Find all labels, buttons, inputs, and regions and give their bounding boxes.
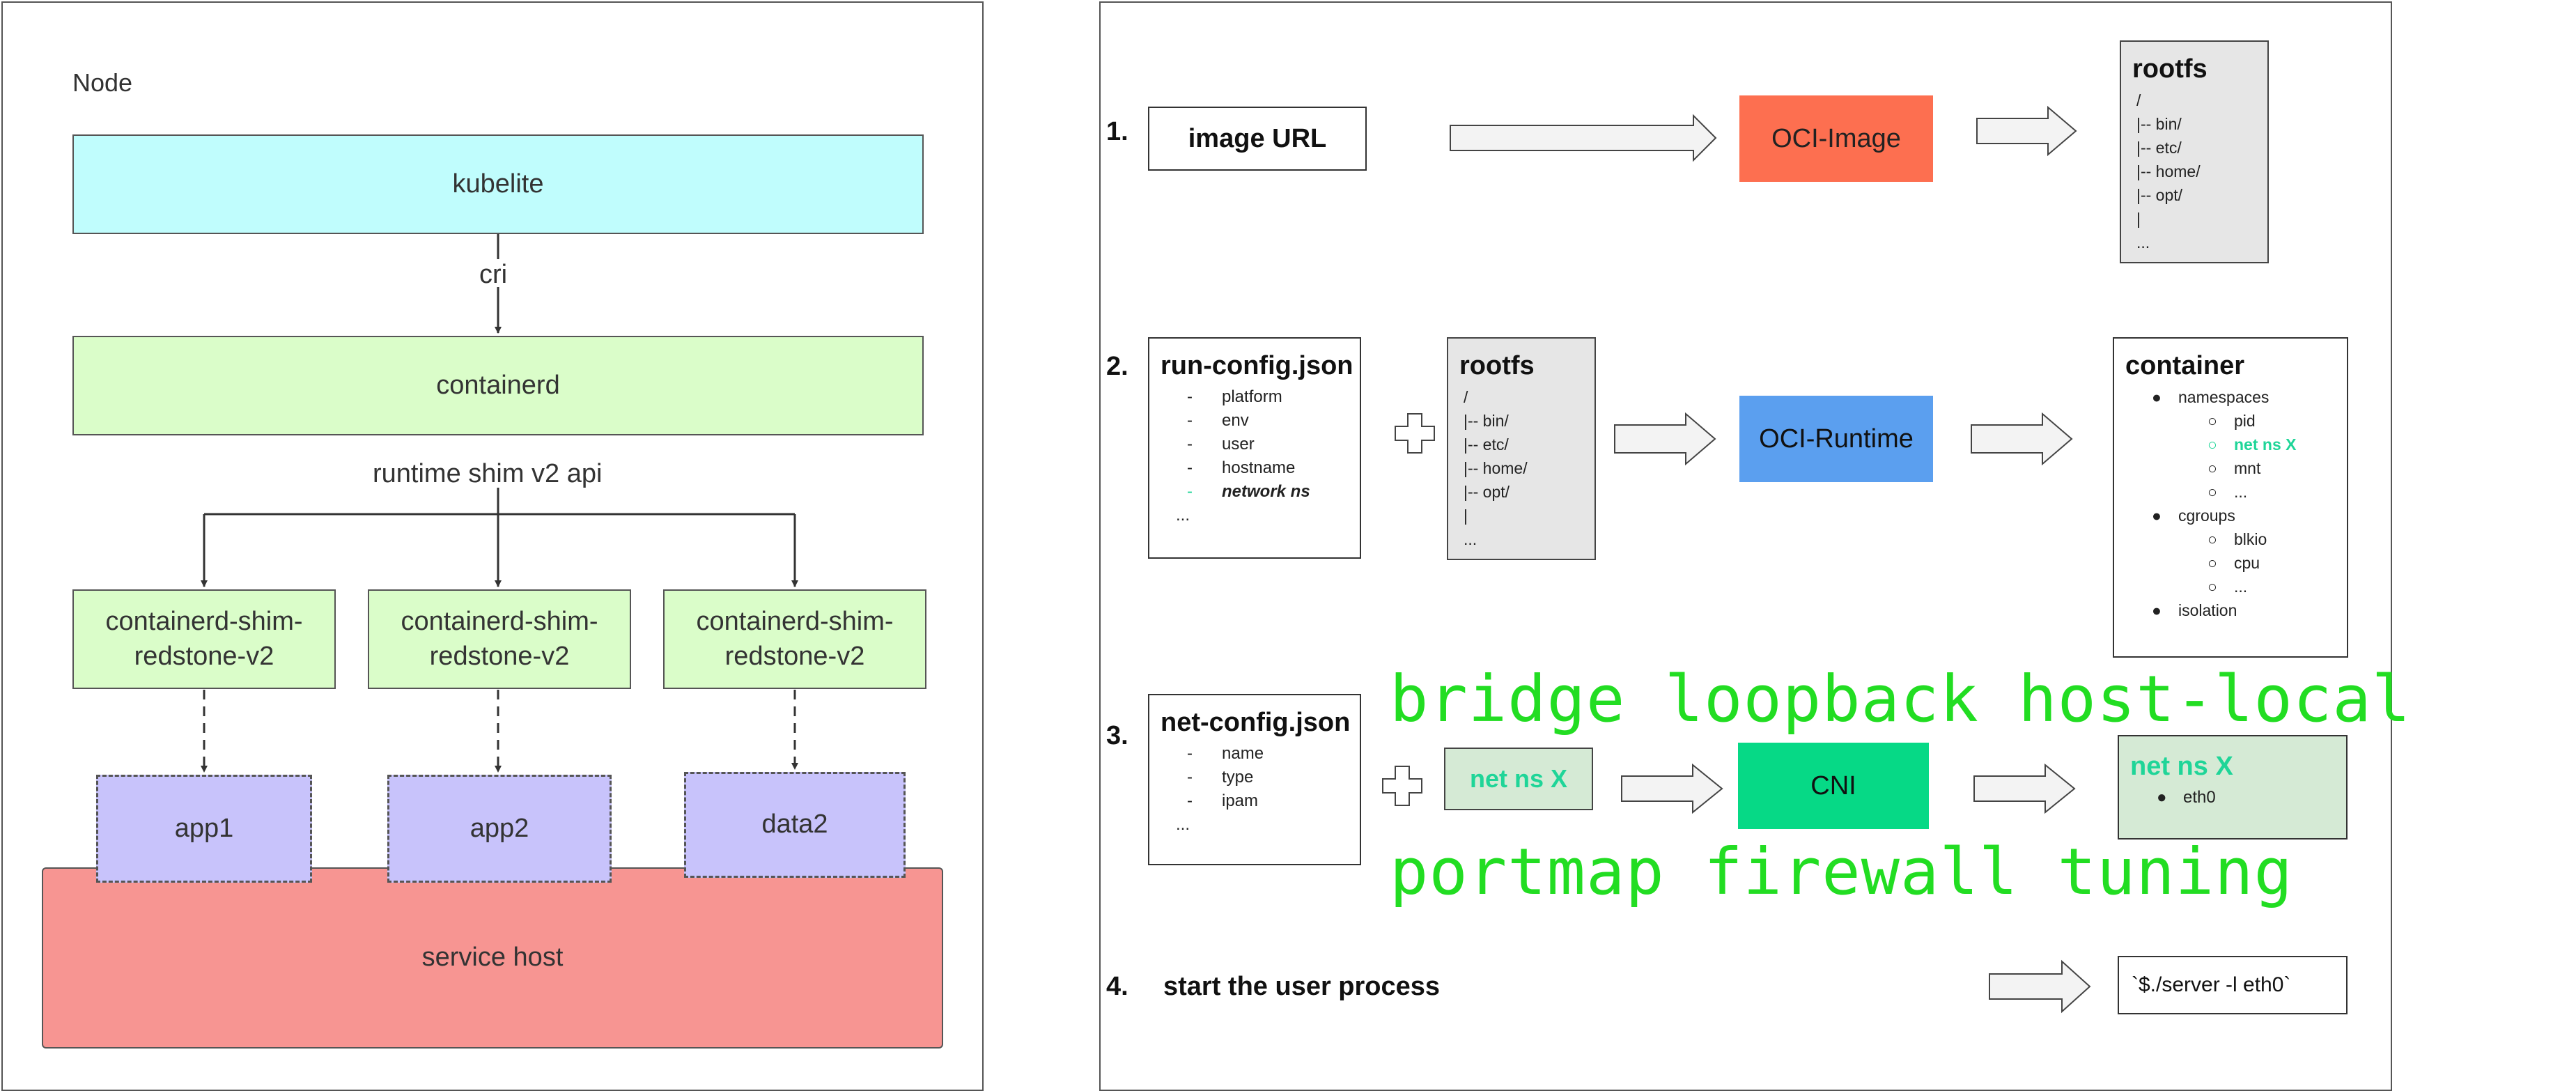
step-3-number: 3. (1106, 721, 1128, 750)
list-item: -user (1187, 435, 1255, 454)
plugins-top-text: bridge loopback host-local (1390, 662, 2412, 736)
list-item: ○pid (2208, 412, 2256, 430)
rootfs-line: |-- etc/ (2136, 139, 2182, 157)
list-item: -platform (1187, 387, 1282, 406)
rootfs-line: | (2136, 210, 2141, 228)
net-ns-result-list: ●eth0 (2130, 786, 2346, 810)
oci-runtime-box: OCI-Runtime (1739, 396, 1933, 482)
app2-box: app2 (387, 775, 612, 883)
list-item: -hostname (1187, 458, 1296, 477)
rootfs-line: ... (2136, 233, 2150, 252)
net-ns-result-title: net ns X (2130, 752, 2233, 781)
list-item: -name (1187, 744, 1264, 763)
run-config-title: run-config.json (1161, 351, 1353, 380)
list-item-more: ... (1176, 506, 1190, 525)
image-url-box: image URL (1148, 107, 1367, 171)
step-1-number: 1. (1106, 117, 1128, 146)
rootfs-tree: / |-- bin/ |-- etc/ |-- home/ |-- opt/ |… (2132, 88, 2267, 254)
container-title: container (2125, 351, 2245, 380)
list-item: ○... (2208, 578, 2248, 596)
list-item: -ipam (1187, 791, 1259, 810)
block-arrow (1621, 763, 1723, 814)
rootfs-card-1: rootfs / |-- bin/ |-- etc/ |-- home/ |--… (2120, 40, 2269, 263)
list-item-net-ns: ○net ns X (2208, 435, 2297, 454)
run-config-card: run-config.json -platform -env -user -ho… (1148, 337, 1361, 559)
shim-box-2: containerd-shim- redstone-v2 (368, 589, 631, 689)
rootfs-line: |-- opt/ (2136, 186, 2183, 204)
container-card: container ●namespaces ○pid ○net ns X ○mn… (2113, 337, 2348, 658)
net-config-card: net-config.json -name -type -ipam ... (1148, 694, 1361, 865)
plugins-bottom-text: portmap firewall tuning (1390, 835, 2293, 909)
cni-label: CNI (1810, 771, 1856, 800)
net-config-list: -name -type -ipam ... (1161, 742, 1360, 837)
run-config-list: -platform -env -user -hostname -network … (1161, 385, 1360, 527)
list-item: ●eth0 (2157, 788, 2216, 807)
plus-icon (1382, 766, 1422, 806)
rootfs-tree: / |-- bin/ |-- etc/ |-- home/ |-- opt/ |… (1459, 385, 1595, 551)
rootfs-line: ... (1464, 530, 1477, 548)
list-item: -env (1187, 411, 1249, 430)
block-arrow (1450, 114, 1717, 162)
list-item: -type (1187, 768, 1254, 787)
oci-runtime-label: OCI-Runtime (1759, 424, 1914, 454)
net-ns-box: net ns X (1444, 748, 1593, 810)
rootfs-title: rootfs (2132, 54, 2208, 84)
step-2-number: 2. (1106, 352, 1128, 381)
block-arrow (1614, 412, 1716, 466)
list-item: ●isolation (2152, 601, 2237, 619)
rootfs-title: rootfs (1459, 351, 1535, 380)
net-config-title: net-config.json (1161, 708, 1351, 737)
shim-api-label: runtime shim v2 api (373, 459, 603, 488)
cni-box: CNI (1738, 743, 1929, 829)
data2-box: data2 (684, 772, 906, 878)
oci-image-label: OCI-Image (1771, 123, 1901, 153)
rootfs-line: |-- home/ (1464, 459, 1528, 477)
oci-image-box: OCI-Image (1739, 95, 1933, 182)
service-host-box: service host (42, 867, 943, 1049)
block-arrow (1976, 105, 2077, 157)
rootfs-line: |-- opt/ (1464, 483, 1510, 501)
list-item-network-ns: -network ns (1187, 482, 1310, 501)
cri-label: cri (479, 260, 508, 289)
rootfs-line: |-- bin/ (2136, 115, 2182, 133)
plus-icon (1395, 413, 1435, 454)
block-arrow (1971, 412, 2073, 466)
node-label: Node (72, 68, 133, 97)
rootfs-line: |-- etc/ (1464, 435, 1509, 454)
net-ns-label: net ns X (1469, 764, 1568, 793)
container-list: ●namespaces ○pid ○net ns X ○mnt ○... ●cg… (2125, 385, 2347, 622)
list-item-more: ... (1176, 815, 1190, 834)
containerd-box: containerd (72, 336, 924, 435)
block-arrow (1973, 763, 2076, 814)
list-item: ○cpu (2208, 554, 2260, 572)
kubelite-box: kubelite (72, 134, 924, 234)
server-cmd-label: `$./server -l eth0` (2132, 973, 2291, 996)
list-item: ○mnt (2208, 459, 2261, 477)
list-item: ○blkio (2208, 530, 2267, 548)
net-ns-result-card: net ns X ●eth0 (2118, 735, 2348, 839)
app1-box: app1 (96, 775, 312, 883)
rootfs-line: | (1464, 506, 1468, 525)
image-url-label: image URL (1188, 123, 1327, 153)
rootfs-line: / (1464, 388, 1468, 406)
rootfs-card-2: rootfs / |-- bin/ |-- etc/ |-- home/ |--… (1447, 337, 1596, 560)
shim-box-1: containerd-shim- redstone-v2 (72, 589, 336, 689)
rootfs-line: |-- bin/ (1464, 412, 1509, 430)
start-process-label: start the user process (1163, 972, 1441, 1001)
block-arrow (1989, 959, 2091, 1014)
list-item: ●namespaces (2152, 388, 2269, 406)
shim-box-3: containerd-shim- redstone-v2 (663, 589, 926, 689)
list-item: ○... (2208, 483, 2248, 501)
step-4-number: 4. (1106, 972, 1128, 1001)
list-item: ●cgroups (2152, 506, 2235, 525)
rootfs-line: / (2136, 91, 2141, 109)
server-cmd-box: `$./server -l eth0` (2118, 956, 2348, 1014)
rootfs-line: |-- home/ (2136, 162, 2201, 180)
